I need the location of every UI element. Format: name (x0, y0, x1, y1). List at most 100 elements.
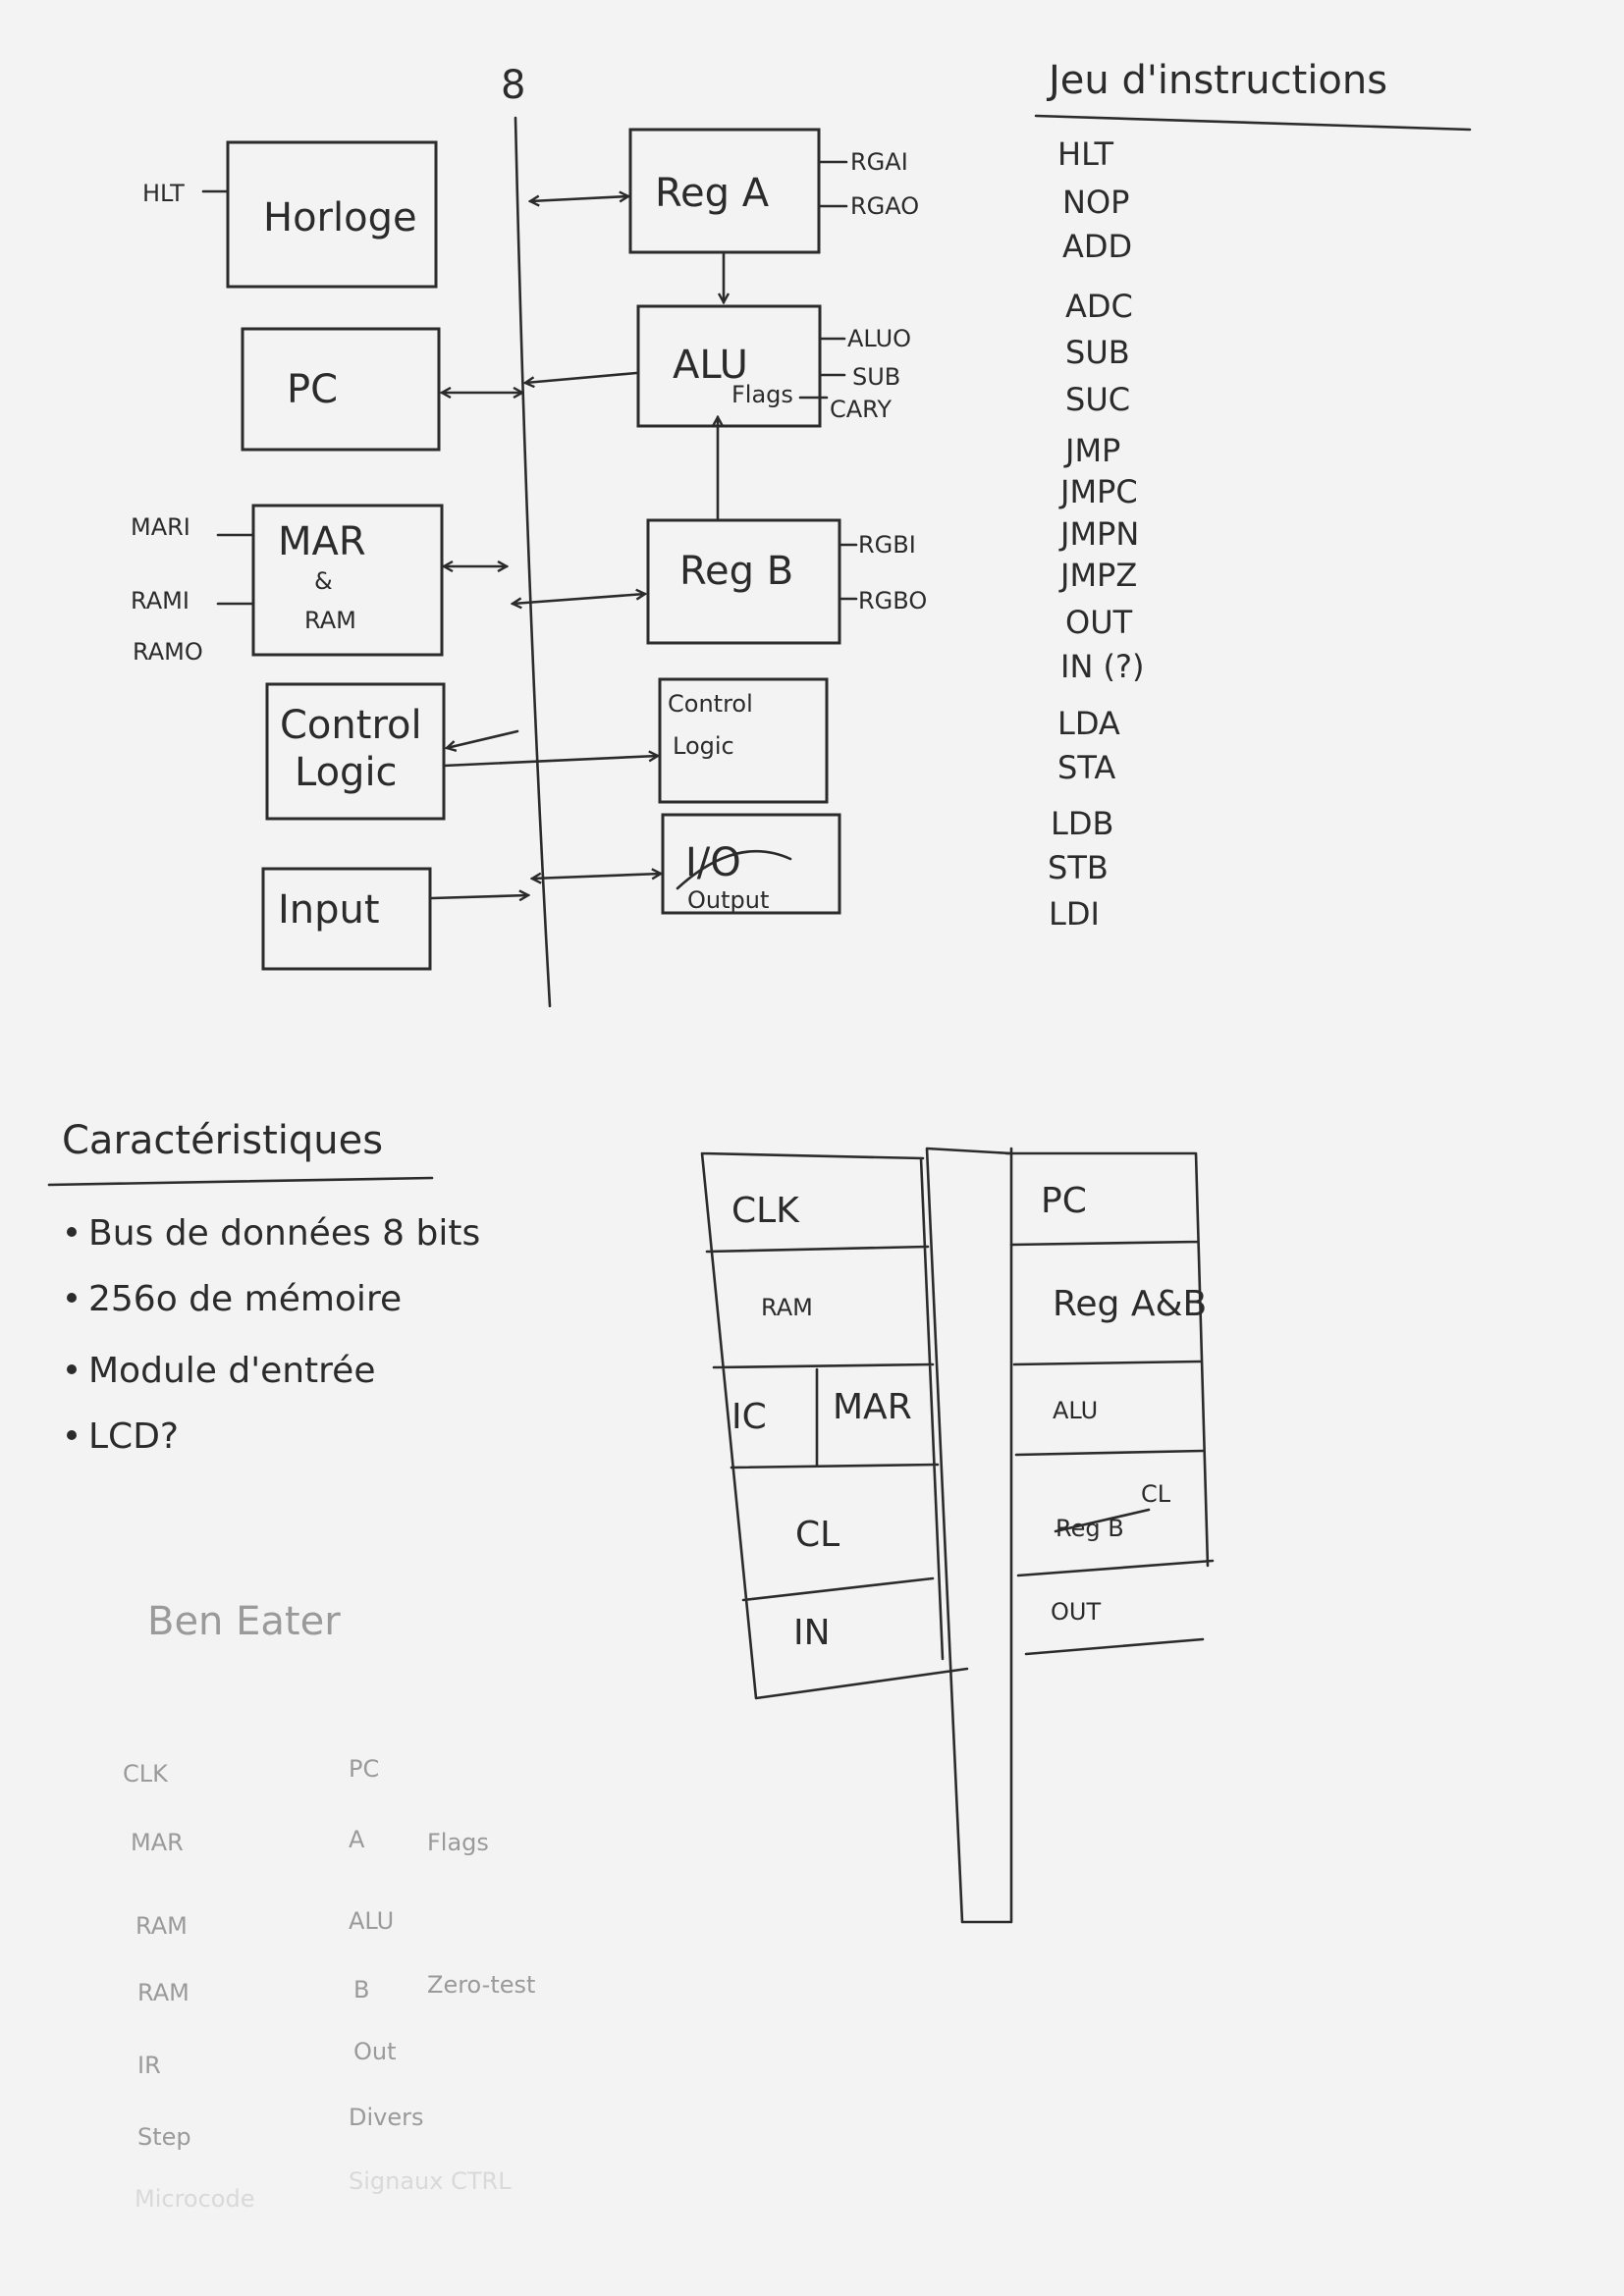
clock-halt-signal: HLT (142, 180, 185, 207)
control-logic-right-line2: Logic (673, 732, 734, 760)
ben-eater-left-item: Microcode (135, 2185, 254, 2213)
alu-sub-signal: SUB (852, 363, 900, 391)
ram-in-signal: RAMI (131, 587, 189, 614)
mar-label: MAR (278, 519, 366, 564)
ben-eater-left-item: MAR (131, 1829, 184, 1856)
ben-eater-left-item: Step (137, 2123, 191, 2151)
alu-box (636, 304, 822, 428)
board-left-clk: CLK (731, 1191, 800, 1231)
bus-to-control-arrow (447, 729, 519, 748)
ben-eater-right-item: Signaux CTRL (349, 2167, 512, 2195)
board-right-cl: CL (1141, 1480, 1171, 1508)
control-logic-left-line1: Control (280, 703, 422, 748)
control-to-control-arrow (442, 756, 658, 768)
instruction-item: STB (1048, 849, 1109, 886)
ben-eater-left-item: RAM (135, 1912, 188, 1940)
instruction-item: IN (?) (1060, 648, 1145, 685)
instruction-item: LDB (1051, 805, 1113, 842)
reg-a-label: Reg A (655, 171, 770, 216)
instruction-item: ADC (1065, 288, 1133, 325)
instruction-item: JMP (1063, 432, 1120, 469)
output-box (661, 813, 841, 915)
ben-eater-left-item: RAM (137, 1979, 189, 2006)
feature-item: Module d'entrée (88, 1351, 375, 1391)
feature-item: Bus de données 8 bits (88, 1213, 480, 1254)
reg-b-label: Reg B (679, 549, 793, 594)
instruction-title-underline (1034, 114, 1472, 132)
feature-item: LCD? (88, 1416, 179, 1457)
mar-amp-label: & (314, 567, 333, 595)
ram-out-signal: RAMO (133, 638, 203, 666)
instruction-item: LDI (1049, 895, 1100, 933)
instruction-item: JMPN (1058, 515, 1139, 553)
alu-out-signal: ALUO (847, 325, 911, 352)
block-diagram: 8 Horloge HLT PC MAR & RAM MARI RAMI RAM… (131, 63, 927, 1008)
board-center-strip (925, 1147, 1013, 1924)
board-left-mar: MAR (833, 1387, 912, 1427)
ben-eater-note: Zero-test (427, 1971, 535, 1999)
ben-eater-title: Ben Eater (147, 1599, 341, 1644)
board-left-column (700, 1151, 969, 1700)
ben-eater-right-item: Out (353, 2038, 397, 2065)
characteristics-title: Caractéristiques (62, 1118, 383, 1163)
ben-eater-right-item: ALU (349, 1907, 394, 1935)
alu-label: ALU (673, 343, 748, 388)
mar-ram-box (251, 504, 444, 657)
board-right-reg-ab: Reg A&B (1053, 1284, 1207, 1324)
ben-eater-right-item: B (353, 1976, 369, 2003)
instruction-item: HLT (1057, 135, 1113, 173)
reg-b-box (646, 518, 841, 645)
instruction-set: Jeu d'instructions HLT NOP ADD ADC SUB S… (1034, 58, 1472, 933)
clock-box (226, 140, 438, 289)
ben-eater-left-item: CLK (123, 1760, 169, 1788)
bus-output-arrow (532, 874, 661, 879)
mar-in-signal: MARI (131, 513, 190, 541)
board-left-cl: CL (795, 1515, 839, 1555)
control-logic-left-box (265, 682, 446, 821)
bullet-icon (67, 1293, 77, 1303)
input-box (261, 867, 432, 971)
bullet-icon (67, 1430, 77, 1440)
ben-eater-right-item: PC (349, 1755, 379, 1783)
reg-b-out-signal: RGBO (858, 587, 927, 614)
reg-b-in-signal: RGBI (858, 531, 916, 559)
board-right-out: OUT (1051, 1598, 1101, 1626)
board-left-in: IN (793, 1613, 831, 1653)
bullet-icon (67, 1364, 77, 1374)
ben-eater-right-item: Divers (349, 2104, 424, 2131)
ben-eater-left-item: IR (137, 2052, 161, 2079)
pc-box (241, 327, 441, 452)
input-label: Input (278, 887, 380, 933)
output-strike-mark (676, 849, 792, 890)
ben-eater-note: Flags (427, 1829, 489, 1856)
instruction-item: NOP (1062, 184, 1129, 221)
board-right-strike-mark (1054, 1508, 1151, 1533)
data-bus-line (514, 116, 552, 1008)
control-logic-left-line2: Logic (295, 750, 398, 795)
input-bus-arrow (430, 895, 528, 898)
instruction-item: LDA (1057, 705, 1120, 742)
control-logic-right-line1: Control (668, 690, 753, 718)
instruction-item: OUT (1065, 604, 1133, 641)
ben-eater-notes: Ben Eater CLK MAR RAM RAM IR Step Microc… (123, 1599, 535, 2213)
instruction-item: SUB (1065, 334, 1130, 371)
bullet-icon (67, 1227, 77, 1237)
reg-a-in-signal: RGAI (850, 148, 908, 176)
alu-flags-label: Flags (731, 381, 793, 408)
clock-label: Horloge (263, 195, 417, 240)
output-label: Output (687, 886, 769, 914)
board-layout: CLK RAM IC MAR CL IN PC Reg A&B ALU Reg … (700, 1147, 1215, 1924)
instruction-item: JMPC (1058, 473, 1138, 510)
instruction-item: JMPZ (1058, 557, 1137, 594)
bus-width-label: 8 (501, 63, 525, 108)
alu-bus-arrow (525, 371, 638, 383)
instruction-set-title: Jeu d'instructions (1046, 58, 1387, 103)
board-left-ic: IC (731, 1397, 767, 1437)
instruction-item: STA (1057, 749, 1115, 786)
reg-a-bus-arrow (530, 196, 628, 201)
board-right-alu: ALU (1053, 1397, 1098, 1424)
board-right-column (1004, 1151, 1215, 1656)
instruction-item: ADD (1062, 228, 1132, 265)
reg-a-out-signal: RGAO (850, 192, 919, 220)
